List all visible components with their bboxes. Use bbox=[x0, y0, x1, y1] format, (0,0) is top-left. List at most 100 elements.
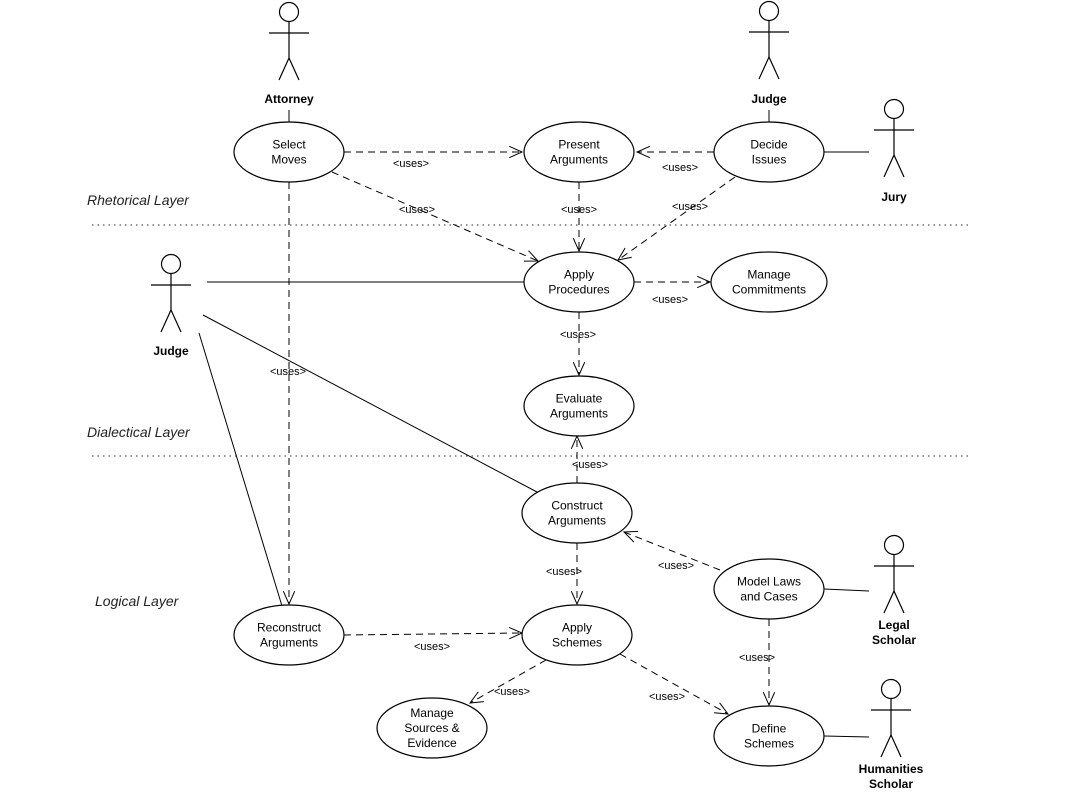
actor-stick-figure-icon bbox=[269, 1, 309, 81]
use-case-label: Arguments bbox=[260, 636, 318, 650]
use-case-ellipse[interactable] bbox=[713, 121, 825, 183]
uses-label: <uses> bbox=[572, 459, 608, 471]
open-arrowhead bbox=[509, 145, 524, 159]
open-arrowhead bbox=[570, 591, 584, 606]
open-arrowhead bbox=[572, 238, 586, 253]
actor-name: Attorney bbox=[264, 92, 314, 106]
actor-stick-figure-icon bbox=[871, 678, 911, 758]
actor-attorney[interactable]: Attorney bbox=[264, 1, 314, 107]
uses-label: <uses> bbox=[393, 158, 429, 170]
use-case-ellipse[interactable] bbox=[710, 251, 828, 313]
use-case-label: Select bbox=[272, 138, 306, 152]
dependencies bbox=[282, 145, 776, 715]
dependency-construct-arguments-to-apply-schemes bbox=[570, 543, 584, 606]
use-case-label: and Cases bbox=[740, 590, 797, 604]
use-case-ellipse[interactable] bbox=[376, 697, 488, 759]
use-case-label: Sources & bbox=[404, 721, 459, 735]
uses-label: <uses> bbox=[658, 560, 694, 572]
open-arrowhead bbox=[523, 250, 540, 262]
uses-label: <uses> bbox=[560, 329, 596, 341]
use-case-label: Schemes bbox=[744, 737, 794, 751]
open-arrowhead bbox=[635, 145, 650, 159]
use-case-label: Apply bbox=[564, 268, 594, 282]
use-case-label: Evidence bbox=[407, 736, 457, 750]
dialectical-layer-label: Dialectical Layer bbox=[87, 424, 191, 440]
use-case-label: Model Laws bbox=[737, 575, 801, 589]
use-case-ellipse[interactable] bbox=[523, 375, 635, 437]
use-case-label: Reconstruct bbox=[257, 621, 322, 635]
use-case-label: Define bbox=[752, 722, 787, 736]
dependency-line bbox=[469, 659, 547, 704]
use-case-label: Issues bbox=[752, 153, 787, 167]
uses-label: <uses> bbox=[546, 566, 582, 578]
dependency-decide-issues-to-present-arguments bbox=[635, 145, 714, 159]
uses-label: <uses> bbox=[739, 652, 775, 664]
use-case-ellipse[interactable] bbox=[523, 121, 635, 183]
dependency-decide-issues-to-apply-procedures bbox=[616, 176, 736, 261]
use-case-ellipse[interactable] bbox=[233, 604, 345, 666]
use-case-ellipse[interactable] bbox=[521, 604, 633, 666]
actor-name: Jury bbox=[881, 190, 907, 204]
actor-judge-top[interactable]: Judge bbox=[749, 0, 789, 107]
dependency-line bbox=[331, 171, 539, 262]
use-case-label: Construct bbox=[551, 499, 603, 513]
use-case-label: Schemes bbox=[552, 636, 602, 650]
dependency-apply-procedures-to-evaluate-arguments bbox=[572, 312, 586, 377]
dependency-reconstruct-arguments-to-apply-schemes bbox=[343, 626, 524, 640]
dependency-model-laws-to-define-schemes bbox=[762, 619, 776, 707]
dependency-labels: <uses> <uses> <uses> <uses> <uses> <uses> <use… bbox=[270, 158, 775, 703]
use-case-label: Manage bbox=[747, 268, 791, 282]
open-arrowhead bbox=[697, 275, 712, 289]
use-case-label: Decide bbox=[750, 138, 788, 152]
actor-judge-left[interactable]: Judge bbox=[151, 253, 191, 359]
use-case-ellipse[interactable] bbox=[713, 558, 825, 620]
uses-label: <uses> bbox=[494, 686, 530, 698]
actor-name: Legal bbox=[878, 618, 909, 632]
association-judge-left-construct-arguments bbox=[202, 314, 538, 493]
use-case-label: Arguments bbox=[548, 514, 606, 528]
open-arrowhead bbox=[616, 247, 632, 261]
use-case-ellipse[interactable] bbox=[521, 482, 633, 544]
dependency-line bbox=[343, 632, 523, 636]
use-case-label: Commitments bbox=[732, 283, 806, 297]
actor-name: Judge bbox=[751, 92, 787, 106]
actor-jury[interactable]: Jury bbox=[874, 98, 914, 205]
rhetorical-layer-label: Rhetorical Layer bbox=[87, 192, 190, 208]
use-case-ellipse[interactable] bbox=[233, 121, 345, 183]
dependency-line bbox=[619, 653, 729, 715]
actor-stick-figure-icon bbox=[874, 534, 914, 614]
open-arrowhead bbox=[572, 362, 586, 377]
use-case-label: Moves bbox=[271, 153, 306, 167]
use-case-ellipse[interactable] bbox=[523, 251, 635, 313]
uses-label: <uses> bbox=[652, 294, 688, 306]
use-case-label: Procedures bbox=[548, 283, 609, 297]
uses-label: <uses> bbox=[649, 691, 685, 703]
layer-separators bbox=[92, 224, 968, 457]
uses-label: <uses> bbox=[414, 641, 450, 653]
actor-stick-figure-icon bbox=[874, 98, 914, 178]
open-arrowhead bbox=[468, 691, 484, 704]
use-case-label: Arguments bbox=[550, 407, 608, 421]
association-judge-left-reconstruct-arguments bbox=[198, 332, 283, 607]
dependency-line bbox=[623, 531, 721, 571]
use-case-ellipse[interactable] bbox=[713, 705, 825, 767]
use-case-label: Evaluate bbox=[556, 392, 603, 406]
